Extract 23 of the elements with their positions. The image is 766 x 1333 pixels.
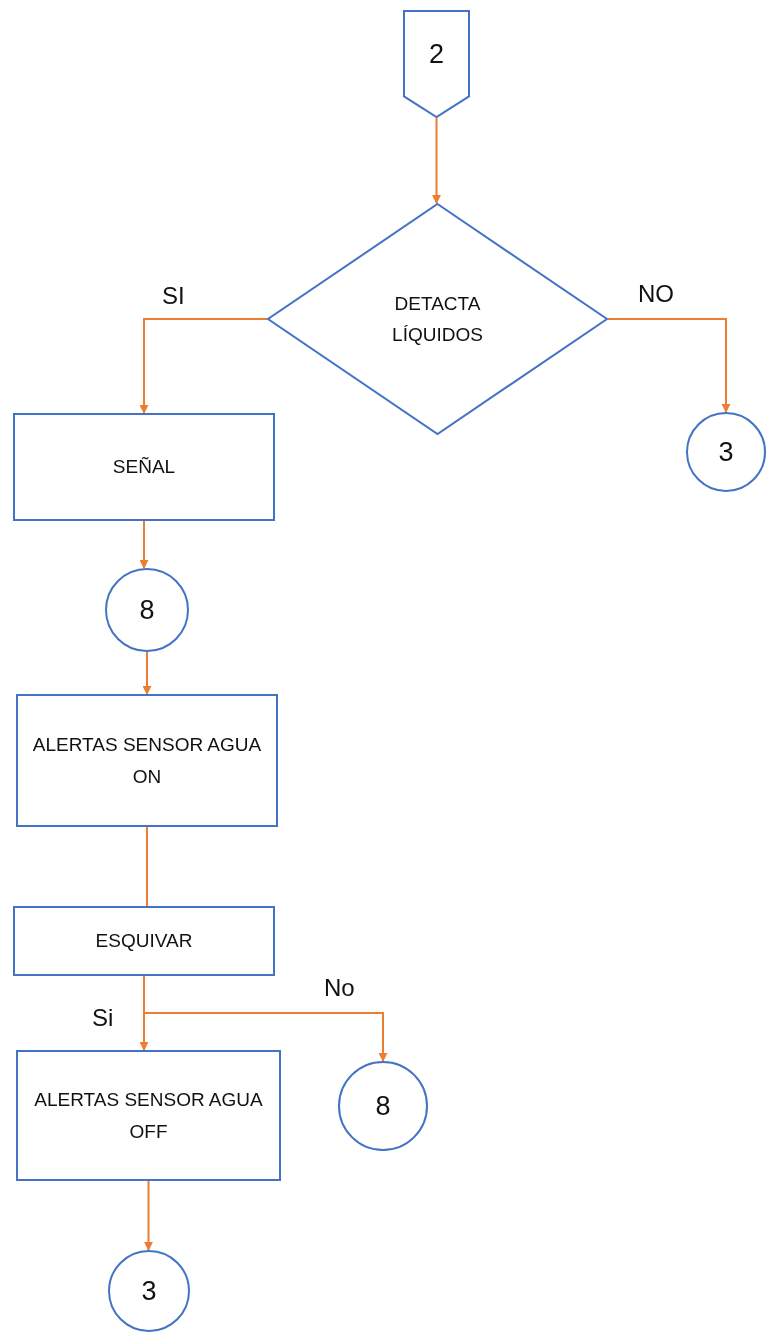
arrow (139, 520, 149, 569)
decision-diamond (267, 203, 608, 435)
arrow (143, 975, 388, 1062)
arrow (139, 318, 268, 414)
node-text: ALERTAS SENSOR AGUA ON (31, 733, 263, 789)
node-text: 2 (429, 38, 444, 71)
node-text: 8 (375, 1089, 391, 1123)
node-text: 8 (139, 593, 155, 627)
arrow (144, 1180, 153, 1251)
node-text: ALERTAS SENSOR AGUA OFF (33, 1088, 264, 1144)
off-page-connector (403, 10, 470, 118)
process-box (13, 413, 275, 521)
arrow (607, 318, 731, 413)
process-box (16, 1050, 281, 1181)
node-text: DETACTA LÍQUIDOS (391, 291, 484, 347)
process-box (16, 694, 278, 827)
node-text: SEÑAL (112, 455, 176, 480)
node-text: 3 (718, 435, 734, 469)
arrow (142, 651, 152, 695)
node-text: ESQUIVAR (95, 929, 193, 954)
node-text: 3 (141, 1274, 157, 1308)
arrow (432, 117, 441, 204)
process-box (13, 906, 275, 976)
